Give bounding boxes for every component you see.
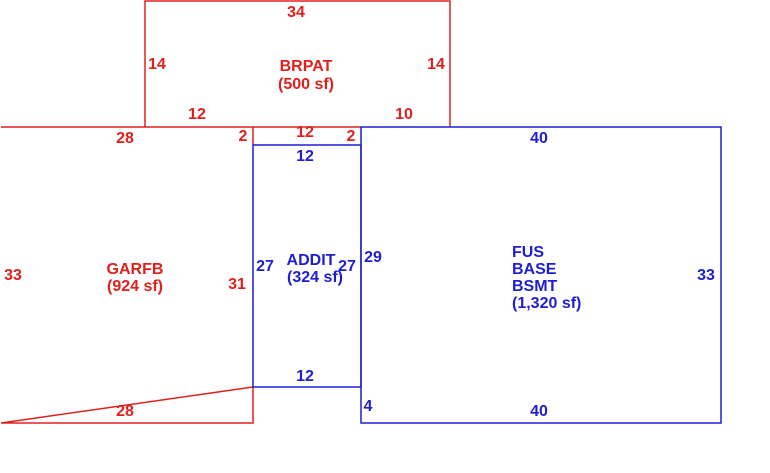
addit-dim-top-step: 2	[347, 128, 356, 145]
brpat-dim-top: 34	[287, 4, 305, 21]
fus-dim-left-bottom: 4	[364, 398, 373, 415]
addit-dim-right: 27	[338, 258, 356, 275]
fus-dim-top: 40	[530, 130, 548, 147]
garfb-area: (924 sf)	[107, 278, 163, 295]
brpat-dim-left: 14	[148, 56, 166, 73]
brpat-outline	[144, 0, 451, 127]
fus-name-line-2: BASE	[512, 261, 557, 278]
fus-dim-right: 33	[697, 267, 715, 284]
brpat-area: (500 sf)	[278, 76, 334, 93]
garfb-outline	[0, 126, 361, 424]
addit-dim-bottom: 12	[296, 368, 314, 385]
garfb-name: GARFB	[107, 261, 164, 278]
garfb-dim-top-step: 2	[239, 128, 248, 145]
fus-dim-left: 29	[364, 249, 382, 266]
fus-name-line-3: BSMT	[512, 278, 558, 295]
fus-dim-bottom: 40	[530, 403, 548, 420]
brpat-name: BRPAT	[280, 58, 333, 75]
fus-name-line-1: FUS	[512, 244, 544, 261]
fus-area: (1,320 sf)	[512, 295, 581, 312]
addit-area: (324 sf)	[287, 269, 343, 286]
garfb-dim-right: 31	[228, 276, 246, 293]
garfb-dim-left: 33	[4, 267, 22, 284]
brpat-dim-bottom-left: 12	[188, 106, 206, 123]
addit-dim-top: 12	[296, 148, 314, 165]
addit-dim-top-outer: 12	[296, 124, 314, 141]
addit-dim-left: 27	[256, 258, 274, 275]
garfb-dim-bottom: 28	[116, 403, 134, 420]
addit-name: ADDIT	[287, 252, 336, 269]
fus-base-bsmt-outline	[360, 126, 722, 424]
brpat-dim-bottom-right: 10	[395, 106, 413, 123]
garfb-dim-top: 28	[116, 130, 134, 147]
brpat-dim-right: 14	[427, 56, 445, 73]
